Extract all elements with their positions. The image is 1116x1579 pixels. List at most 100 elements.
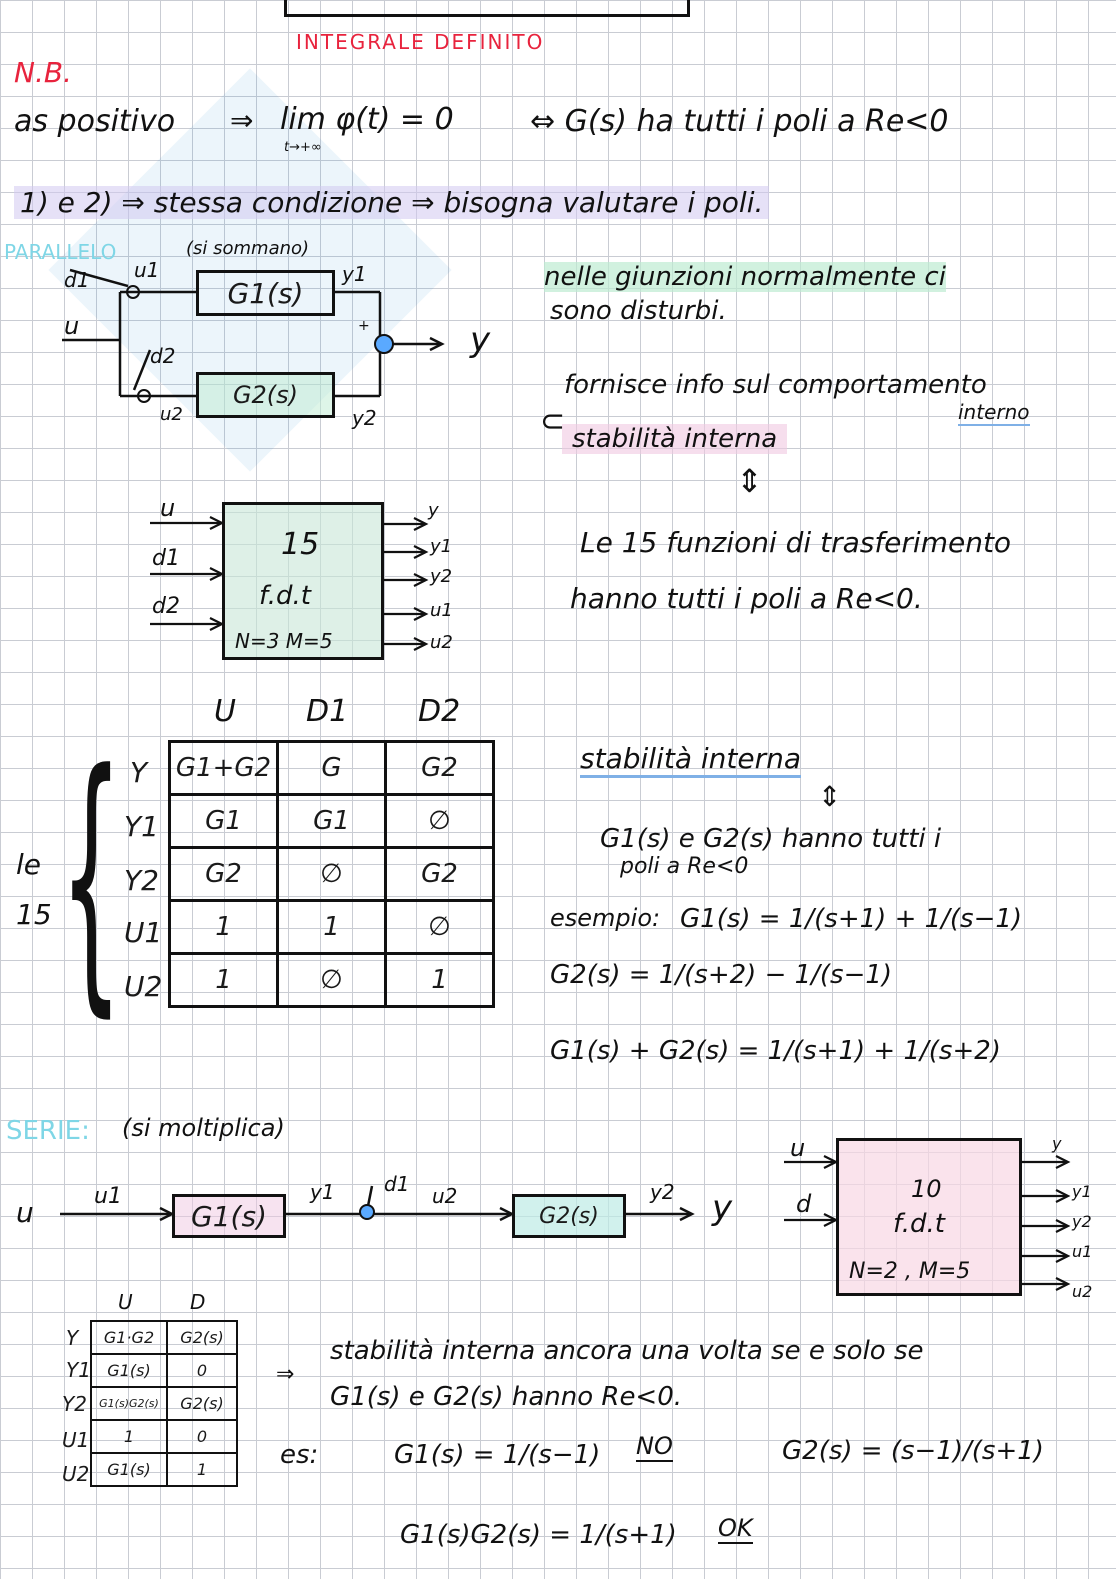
table-cell: 0 [166, 1353, 238, 1388]
ptable-row-label: Y [130, 756, 148, 789]
table-cell: G2 [384, 846, 495, 902]
stability-equiv: ⇕ [818, 780, 842, 813]
series-y: y [712, 1188, 733, 1228]
series-es-ok: OK [718, 1514, 753, 1544]
ser-sys-line2: f.d.t [893, 1209, 945, 1239]
parallel-heading: PARALLELO [4, 240, 117, 264]
ptable-row-label: Y2 [124, 864, 159, 897]
line1-right: ⇔ G(s) ha tutti i poli a Re<0 [530, 104, 949, 139]
series-es-prod: G1(s)G2(s) = 1/(s+1) [400, 1520, 677, 1550]
table-row: G1·G2 G2(s) [90, 1320, 238, 1355]
table-cell: G1(s)G2(s) [90, 1386, 168, 1421]
note-disturbances-2: sono disturbi. [550, 296, 727, 326]
ser-output-u1: u1 [1072, 1242, 1093, 1261]
series-heading-note: (si moltiplica) [122, 1114, 285, 1142]
ptable-side-label: le 15 [16, 848, 52, 931]
label-plus: + [358, 318, 370, 334]
table-cell: 1 [168, 899, 279, 955]
label-y2: y2 [352, 406, 377, 430]
note-disturbances-1: nelle giunzioni normalmente ci [544, 262, 946, 292]
section-title: INTEGRALE DEFINITO [296, 30, 545, 54]
par-input-d2: d2 [152, 594, 180, 619]
table-row: G1(s) 1 [90, 1452, 238, 1487]
line1-lim-sub: t→+∞ [284, 140, 322, 155]
table-row: G1+G2 G G2 [168, 740, 495, 796]
line1-lim: lim φ(t) = 0 [280, 102, 454, 137]
parallel-tf-table: G1+G2 G G2 G1 G1 ∅ G2 ∅ G2 1 1 ∅ 1 ∅ 1 [168, 740, 495, 1008]
ptable-col-d1: D1 [306, 694, 349, 729]
ser-output-y2: y2 [1072, 1212, 1092, 1231]
table-cell: G [276, 740, 387, 796]
example-sum: G1(s) + G2(s) = 1/(s+1) + 1/(s+2) [550, 1036, 1001, 1066]
series-y1: y1 [310, 1180, 335, 1204]
table-cell: 1 [168, 952, 279, 1008]
stable-col-d: D [190, 1290, 206, 1314]
ser-input-u: u [790, 1134, 806, 1162]
series-es-no: NO [636, 1432, 673, 1462]
table-cell: 1 [166, 1452, 238, 1487]
ptable-row-label: U2 [124, 970, 163, 1003]
ser-input-d: d [796, 1190, 812, 1218]
table-cell: 1 [384, 952, 495, 1008]
bracket-arrow: ⊂ [540, 404, 566, 439]
table-row: G2 ∅ G2 [168, 846, 495, 902]
stable-col-u: U [118, 1290, 133, 1314]
table-row: 1 0 [90, 1419, 238, 1454]
stable-row-label: Y [66, 1326, 79, 1350]
stable-row-label: Y1 [66, 1358, 91, 1382]
series-heading: SERIE: [6, 1116, 90, 1146]
block-g1-parallel: G1(s) [196, 270, 335, 316]
nb-label: N.B. [14, 56, 72, 89]
table-cell: G1(s) [90, 1452, 168, 1487]
series-arrow: ⇒ [276, 1362, 295, 1387]
par-output-u1: u1 [430, 600, 453, 621]
stable-row-label: U2 [62, 1462, 90, 1486]
series-note-1: stabilità interna ancora una volta se e … [330, 1336, 924, 1366]
series-system-box: 10 f.d.t N=2 , M=5 [836, 1138, 1022, 1296]
par-output-y1: y1 [430, 536, 453, 557]
series-es-label: es: [280, 1440, 319, 1470]
table-cell: ∅ [384, 899, 495, 955]
table-row: 1 ∅ 1 [168, 952, 495, 1008]
series-y2: y2 [650, 1180, 675, 1204]
label-y1: y1 [342, 262, 367, 286]
block-g2-parallel: G2(s) [196, 372, 335, 418]
ptable-col-u: U [214, 694, 236, 729]
table-cell: G1(s) [90, 1353, 168, 1388]
stable-row-label: Y2 [62, 1392, 87, 1416]
label-d1: d1 [64, 268, 90, 292]
par-output-y2: y2 [430, 566, 453, 587]
ptable-brace: { [60, 715, 123, 1041]
par-input-u: u [160, 494, 176, 522]
table-cell: 0 [166, 1419, 238, 1454]
series-tf-table: G1·G2 G2(s) G1(s) 0 G1(s)G2(s) G2(s) 1 0… [90, 1320, 238, 1487]
stability-line2: poli a Re<0 [620, 854, 749, 879]
stability-title: stabilità interna [580, 742, 802, 778]
par-sys-line1: 15 [281, 527, 320, 562]
table-cell: 1 [90, 1419, 168, 1454]
ser-output-y: y [1052, 1134, 1062, 1153]
table-cell: 1 [276, 899, 387, 955]
table-cell: ∅ [384, 793, 495, 849]
series-es-g1: G1(s) = 1/(s−1) [394, 1440, 601, 1470]
table-cell: G1·G2 [90, 1320, 168, 1355]
table-cell: ∅ [276, 846, 387, 902]
label-y: y [470, 320, 491, 360]
series-es-g2: G2(s) = (s−1)/(s+1) [782, 1436, 1044, 1466]
table-cell: G1 [168, 793, 279, 849]
label-u: u [64, 312, 80, 340]
table-row: G1(s)G2(s) G2(s) [90, 1386, 238, 1421]
ser-output-u2: u2 [1072, 1282, 1093, 1301]
label-d2: d2 [150, 344, 176, 368]
table-row: G1 G1 ∅ [168, 793, 495, 849]
parallel-system-box: 15 f.d.t N=3 M=5 [222, 502, 384, 660]
label-u2: u2 [160, 404, 183, 425]
stable-row-label: U1 [62, 1428, 90, 1452]
table-cell: G2 [384, 740, 495, 796]
table-cell: G2 [168, 846, 279, 902]
note-15-tf: Le 15 funzioni di trasferimento [580, 526, 1012, 559]
line2: 1) e 2) ⇒ stessa condizione ⇒ bisogna va… [14, 186, 770, 219]
stability-line1: G1(s) e G2(s) hanno tutti i [600, 824, 942, 854]
